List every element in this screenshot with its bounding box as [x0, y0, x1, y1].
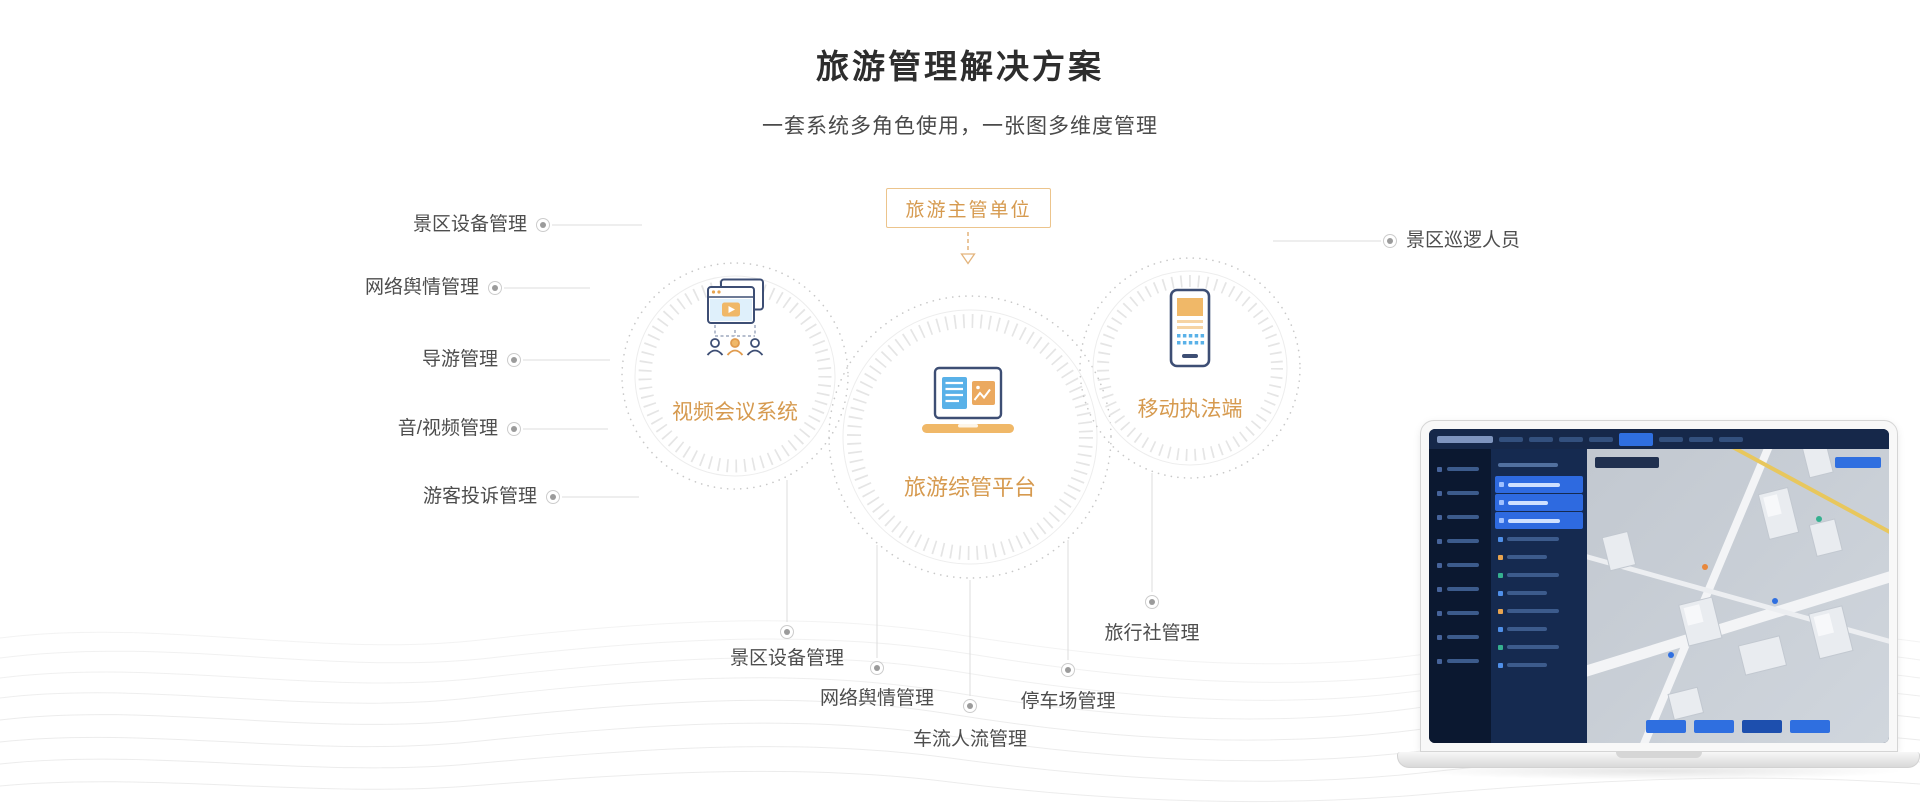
hub-ring-video — [621, 262, 849, 490]
sidebar-row — [1429, 529, 1491, 553]
dashboard-sidebar — [1428, 449, 1491, 743]
right-item-patrol-staff: 景区巡逻人员 — [1406, 230, 1521, 251]
dashboard-nav-item — [1658, 436, 1683, 442]
dashboard-3d-map — [1586, 449, 1889, 743]
dashboard-nav-item — [1558, 436, 1583, 442]
panel-header — [1491, 455, 1587, 475]
menu-icon — [1436, 490, 1442, 496]
panel-row — [1491, 530, 1587, 548]
map-search-chip — [1594, 457, 1659, 468]
left-item-av-management: 音/视频管理 — [397, 418, 498, 439]
dashboard-nav-item — [1588, 436, 1613, 442]
map-toolbar-button — [1693, 720, 1734, 733]
panel-row — [1491, 566, 1587, 584]
bottom-item-public-opinion: 网络舆情管理 — [819, 688, 935, 709]
sidebar-row — [1429, 481, 1491, 505]
panel-row-highlighted — [1494, 512, 1583, 529]
panel-row — [1491, 620, 1587, 638]
hub-label-platform: 旅游综管平台 — [903, 475, 1037, 500]
background-waves — [0, 620, 1920, 803]
left-item-guide-management: 导游管理 — [421, 349, 498, 370]
panel-row-highlighted — [1494, 494, 1583, 511]
dashboard-nav-item-active — [1618, 432, 1653, 446]
bottom-item-device-management: 景区设备管理 — [729, 648, 845, 669]
left-item-complaint-management: 游客投诉管理 — [422, 486, 537, 507]
down-arrow-icon — [960, 232, 976, 265]
panel-row — [1491, 602, 1587, 620]
menu-icon — [1436, 514, 1442, 520]
mobile-phone-icon — [1164, 288, 1216, 375]
hub-label-mobile-enforcement: 移动执法端 — [1137, 398, 1243, 421]
dashboard-screenshot — [1428, 429, 1889, 743]
panel-row — [1491, 584, 1587, 602]
laptop-chart-icon — [916, 366, 1020, 443]
map-toolbar-button — [1789, 720, 1830, 733]
sidebar-row — [1429, 601, 1491, 625]
menu-icon — [1436, 610, 1442, 616]
sidebar-row — [1429, 577, 1491, 601]
panel-row — [1491, 548, 1587, 566]
panel-row-highlighted — [1494, 476, 1583, 493]
connector-lines — [504, 224, 1381, 696]
sidebar-row — [1429, 553, 1491, 577]
menu-icon — [1436, 466, 1442, 472]
dashboard-nav-item — [1528, 436, 1553, 442]
dashboard-topbar — [1428, 429, 1889, 449]
map-toolbar — [1587, 720, 1889, 733]
menu-icon — [1436, 562, 1442, 568]
laptop-base — [1397, 752, 1920, 768]
sidebar-row — [1429, 649, 1491, 673]
dashboard-nav-item — [1718, 436, 1743, 442]
map-toolbar-button — [1741, 720, 1782, 733]
menu-icon — [1436, 538, 1442, 544]
bottom-item-traffic-flow: 车流人流管理 — [912, 729, 1028, 750]
laptop-mockup — [1397, 420, 1920, 780]
map-action-chip — [1834, 457, 1881, 468]
hub-ring-platform — [828, 295, 1112, 579]
panel-row — [1491, 638, 1587, 656]
map-toolbar-button — [1645, 720, 1686, 733]
connector-dots — [488, 218, 1397, 713]
dashboard-body — [1428, 449, 1889, 743]
hub-label-video-conference: 视频会议系统 — [672, 401, 798, 424]
sidebar-row — [1429, 505, 1491, 529]
menu-icon — [1436, 634, 1442, 640]
hub-ring-mobile — [1079, 257, 1301, 479]
bottom-item-travel-agency: 旅行社管理 — [1104, 623, 1200, 644]
sidebar-row — [1429, 625, 1491, 649]
dashboard-nav-item — [1688, 436, 1713, 442]
dashboard-nav-item — [1498, 436, 1523, 442]
bottom-item-parking-management: 停车场管理 — [1020, 691, 1116, 712]
top-box-tourism-authority: 旅游主管单位 — [886, 188, 1051, 228]
menu-icon — [1436, 586, 1442, 592]
menu-icon — [1436, 658, 1442, 664]
video-conference-icon — [685, 278, 785, 369]
dashboard-logo — [1436, 435, 1493, 443]
left-item-device-management: 景区设备管理 — [412, 214, 527, 235]
map-graphics — [1586, 449, 1889, 743]
dashboard-list-panel — [1490, 449, 1587, 743]
page-subtitle: 一套系统多角色使用，一张图多维度管理 — [762, 115, 1158, 138]
left-item-public-opinion: 网络舆情管理 — [364, 277, 479, 298]
page-title: 旅游管理解决方案 — [816, 48, 1104, 85]
panel-row — [1491, 656, 1587, 674]
sidebar-row — [1429, 457, 1491, 481]
laptop-screen — [1419, 420, 1898, 752]
